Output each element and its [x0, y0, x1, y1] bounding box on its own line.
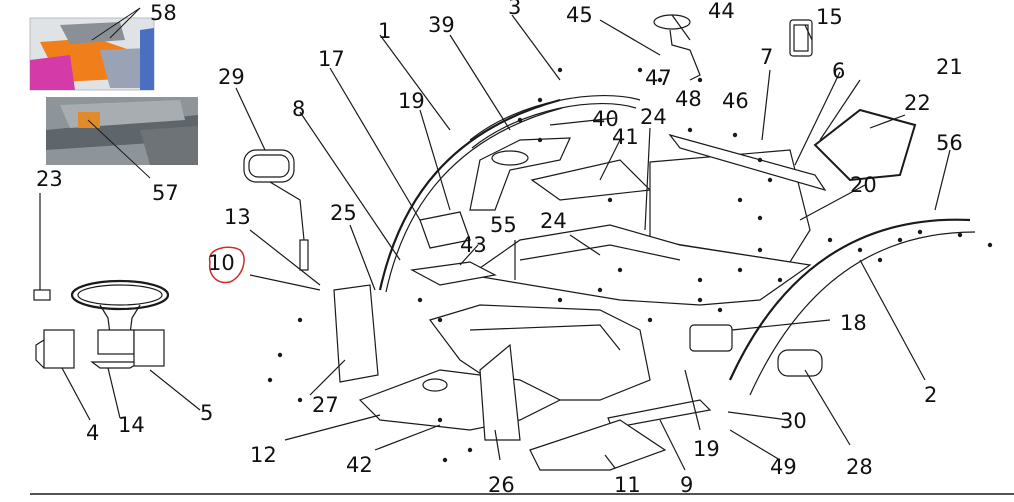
fastener-dot	[297, 397, 303, 403]
fastener-dots	[267, 67, 993, 463]
callout-47: 47	[645, 66, 672, 90]
fastener-dot	[537, 97, 543, 103]
callout-18: 18	[840, 311, 867, 335]
callout-8: 8	[292, 97, 305, 121]
callout-28: 28	[846, 455, 873, 479]
fastener-dot	[917, 229, 923, 235]
fastener-dot	[637, 67, 643, 73]
callout-30: 30	[780, 409, 807, 433]
callout-24: 24	[640, 105, 667, 129]
callout-5: 5	[200, 401, 213, 425]
fastener-dot	[517, 117, 523, 123]
fastener-dot	[437, 317, 443, 323]
fastener-dot	[467, 447, 473, 453]
callout-39: 39	[428, 13, 455, 37]
fastener-dot	[617, 267, 623, 273]
fastener-dot	[897, 237, 903, 243]
fastener-dot	[767, 177, 773, 183]
fastener-dot	[732, 132, 738, 138]
callout-26: 26	[488, 473, 515, 497]
callout-45: 45	[566, 3, 593, 27]
fastener-dot	[657, 77, 663, 83]
fastener-dot	[697, 297, 703, 303]
callout-4: 4	[86, 421, 99, 445]
callout-9: 9	[680, 473, 693, 497]
callout-13: 13	[224, 205, 251, 229]
callout-23: 23	[36, 167, 63, 191]
callout-46: 46	[722, 89, 749, 113]
callout-48: 48	[675, 87, 702, 111]
callout-2: 2	[924, 383, 937, 407]
callout-10: 10	[208, 251, 235, 275]
fastener-dot	[827, 237, 833, 243]
callout-41: 41	[612, 125, 639, 149]
callout-42: 42	[346, 453, 373, 477]
fastener-dot	[557, 67, 563, 73]
fastener-dot	[737, 267, 743, 273]
inset-image-58	[29, 7, 155, 91]
callout-40: 40	[592, 107, 619, 131]
callout-19: 19	[693, 437, 720, 461]
fastener-dot	[737, 197, 743, 203]
fastener-dot	[987, 242, 993, 248]
fastener-dot	[597, 287, 603, 293]
callout-24: 24	[540, 209, 567, 233]
fastener-dot	[687, 127, 693, 133]
fastener-dot	[757, 157, 763, 163]
fastener-dot	[697, 277, 703, 283]
callout-55: 55	[490, 213, 517, 237]
callout-1: 1	[378, 19, 391, 43]
fastener-dot	[857, 247, 863, 253]
callout-22: 22	[904, 91, 931, 115]
callout-12: 12	[250, 443, 277, 467]
inset-image-57	[46, 97, 198, 179]
fastener-dot	[697, 77, 703, 83]
callout-3: 3	[508, 0, 521, 19]
callout-56: 56	[936, 131, 963, 155]
fastener-dot	[777, 277, 783, 283]
callout-11: 11	[614, 473, 641, 497]
callout-7: 7	[760, 45, 773, 69]
fastener-dot	[442, 457, 448, 463]
fastener-dot	[647, 317, 653, 323]
line-art	[33, 14, 976, 471]
fastener-dot	[717, 307, 723, 313]
fastener-dot	[877, 257, 883, 263]
fastener-dot	[437, 417, 443, 423]
fastener-dot	[607, 197, 613, 203]
callout-6: 6	[832, 59, 845, 83]
callout-20: 20	[850, 173, 877, 197]
callout-58: 58	[150, 1, 177, 25]
fastener-dot	[297, 317, 303, 323]
callout-21: 21	[936, 55, 963, 79]
callout-57: 57	[152, 181, 179, 205]
callout-43: 43	[460, 233, 487, 257]
fastener-dot	[277, 352, 283, 358]
callout-15: 15	[816, 5, 843, 29]
callout-25: 25	[330, 201, 357, 225]
callout-29: 29	[218, 65, 245, 89]
callout-44: 44	[708, 0, 735, 23]
fastener-dot	[537, 137, 543, 143]
fastener-dot	[557, 297, 563, 303]
fastener-dot	[757, 247, 763, 253]
fastener-dot	[957, 232, 963, 238]
fastener-dot	[267, 377, 273, 383]
callout-17: 17	[318, 47, 345, 71]
callout-49: 49	[770, 455, 797, 479]
callout-27: 27	[312, 393, 339, 417]
callout-19: 19	[398, 89, 425, 113]
fastener-dot	[757, 215, 763, 221]
callout-14: 14	[118, 413, 145, 437]
fastener-dot	[417, 297, 423, 303]
highlight-circle	[208, 246, 245, 284]
